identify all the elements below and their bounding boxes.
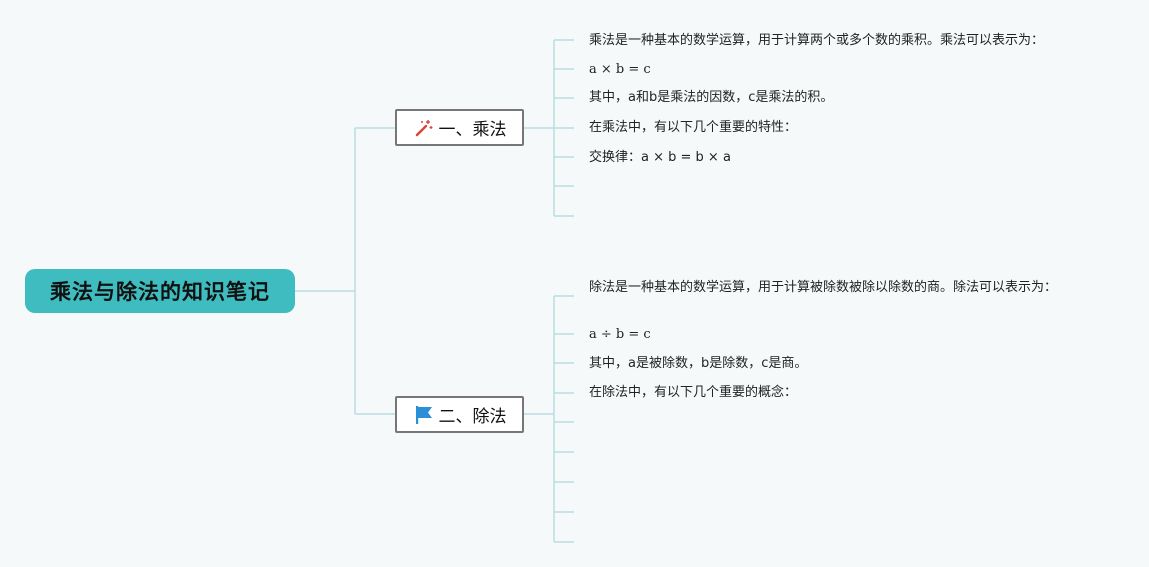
leaf-mult-properties[interactable]: 在乘法中，有以下几个重要的特性： (589, 120, 798, 135)
leaf-div-formula[interactable]: a ÷ b = c (589, 327, 651, 342)
magic-wand-icon (413, 117, 435, 139)
root-title: 乘法与除法的知识笔记 (50, 280, 270, 304)
branch-multiplication[interactable]: 一、乘法 (395, 109, 524, 146)
flag-icon (413, 404, 435, 426)
leaf-mult-terms[interactable]: 其中，a和b是乘法的因数，c是乘法的积。 (589, 90, 834, 105)
branch-label: 二、除法 (438, 407, 507, 427)
leaf-div-definition[interactable]: 除法是一种基本的数学运算，用于计算被除数被除以除数的商。除法可以表示为： (589, 280, 1058, 295)
root-node[interactable]: 乘法与除法的知识笔记 (25, 269, 295, 313)
leaf-mult-formula[interactable]: a × b = c (589, 62, 651, 77)
leaf-div-concepts[interactable]: 在除法中，有以下几个重要的概念： (589, 385, 798, 400)
leaf-mult-commutative[interactable]: 交换律：a × b = b × a (589, 150, 731, 165)
branch-division[interactable]: 二、除法 (395, 396, 524, 433)
leaf-mult-definition[interactable]: 乘法是一种基本的数学运算，用于计算两个或多个数的乘积。乘法可以表示为： (589, 33, 1045, 48)
branch-label: 一、乘法 (438, 120, 507, 140)
leaf-div-terms[interactable]: 其中，a是被除数，b是除数，c是商。 (589, 356, 808, 371)
